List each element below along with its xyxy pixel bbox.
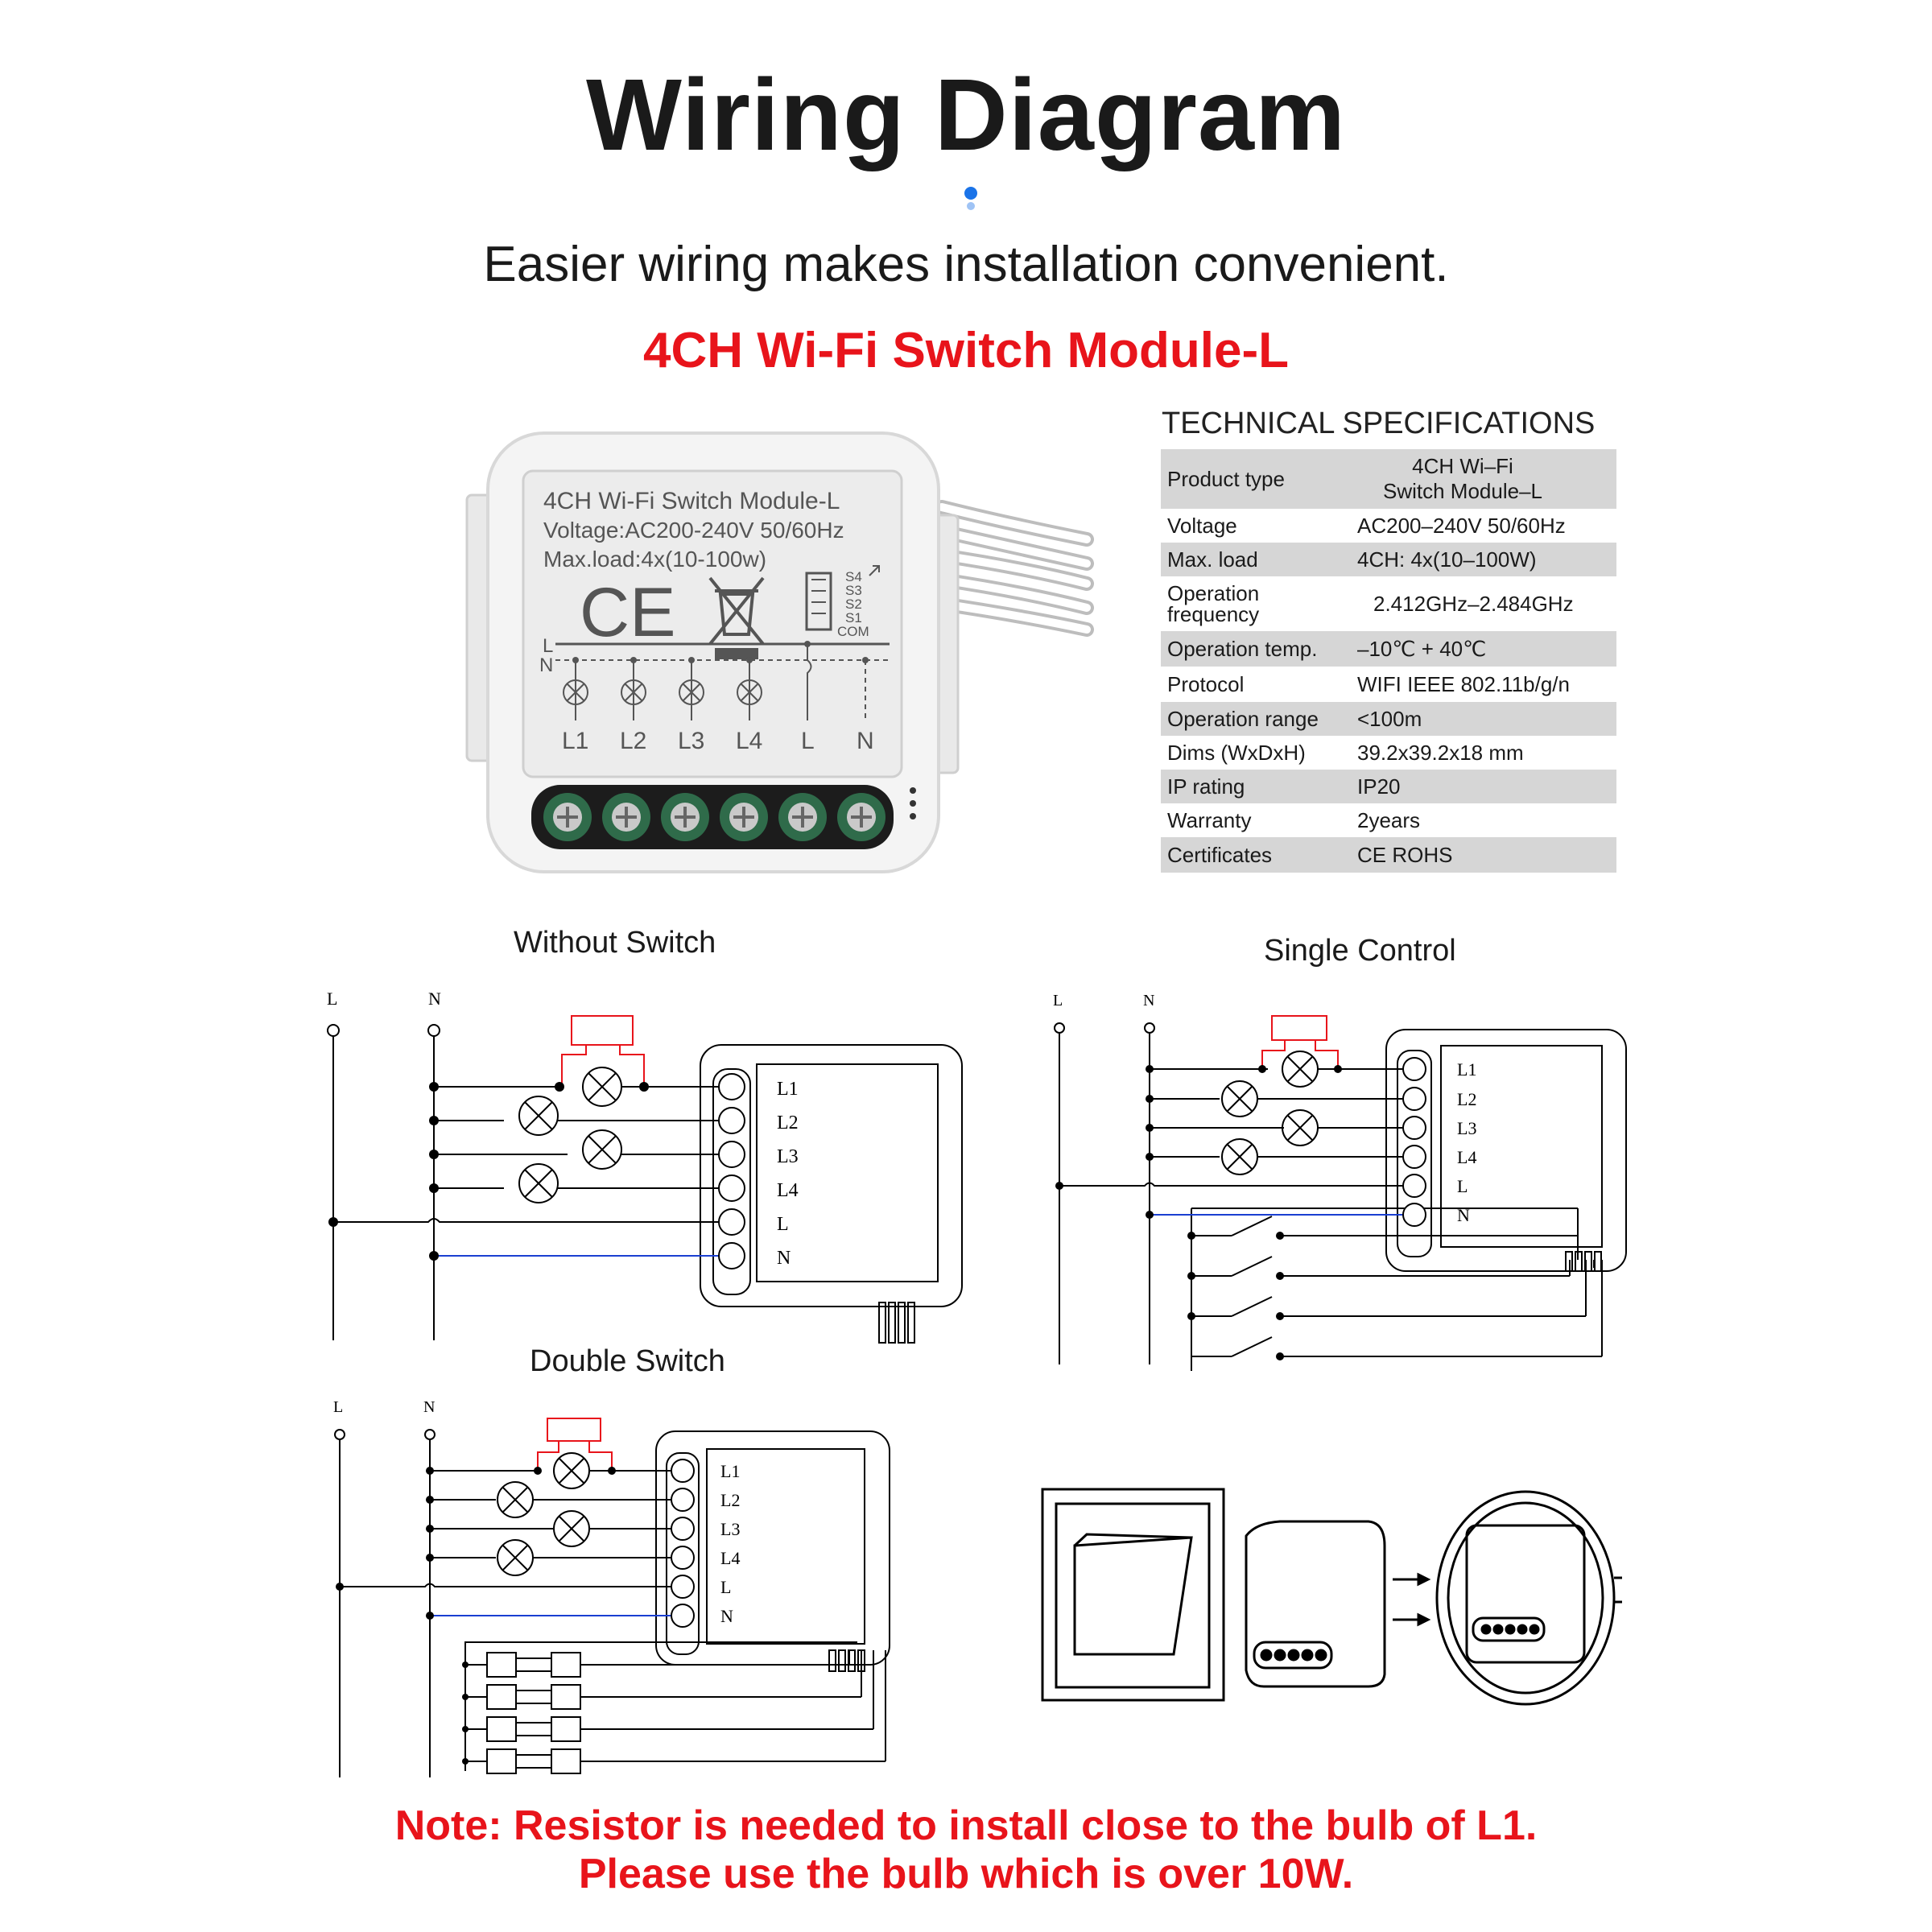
module-pin-com: COM (837, 624, 869, 639)
pin-block-icon (805, 572, 832, 631)
spec-value: 4CH Wi–Fi Switch Module–L (1383, 454, 1542, 503)
module-terminal-l: L (801, 728, 815, 754)
term-label-n: N (720, 1606, 733, 1626)
term-label-l4: L4 (720, 1548, 740, 1568)
spec-value: 4CH: 4x(10–100W) (1357, 547, 1537, 572)
wall-box-icon (1435, 1490, 1616, 1706)
label-without-switch: Without Switch (514, 926, 716, 960)
weee-bin-icon (708, 576, 765, 659)
spec-key: Protocol (1167, 671, 1245, 696)
terminal-screws (543, 793, 886, 841)
term-label-l1: L1 (720, 1461, 740, 1481)
installation-illustration (1041, 1488, 1622, 1706)
term-label-l1: L1 (1457, 1059, 1476, 1080)
module-icon (1245, 1520, 1386, 1688)
spec-value: <100m (1357, 706, 1422, 731)
module-terminal-n: N (857, 728, 874, 754)
bus-n-label: N (1143, 992, 1154, 1009)
ce-mark: CE (580, 574, 675, 651)
module-label-line2: Voltage:AC200-240V 50/60Hz (543, 518, 844, 543)
spec-key: Warranty (1167, 807, 1252, 832)
module-terminal-l2: L2 (620, 728, 646, 754)
term-label-n: N (1457, 1205, 1470, 1225)
module-rail-l: L (543, 635, 553, 657)
term-label-l1: L1 (777, 1079, 799, 1100)
diagram-double-switch: L N L1 L2 L3 L4 L N (333, 1398, 890, 1777)
spec-value: WIFI IEEE 802.11b/g/n (1357, 671, 1570, 696)
module-terminal-l4: L4 (736, 728, 762, 754)
term-label-l2: L2 (777, 1113, 799, 1133)
module-rail-n: N (539, 654, 553, 676)
diagram-single-control: L N L1 L2 L3 L4 L N (1053, 992, 1627, 1371)
wall-switch-icon (1041, 1488, 1225, 1702)
term-label-l4: L4 (1457, 1147, 1476, 1167)
spec-value: CE ROHS (1357, 842, 1453, 867)
term-label-l: L (720, 1577, 731, 1597)
page-title: Wiring Diagram (586, 58, 1346, 171)
spec-key: Operation range (1167, 706, 1319, 731)
term-label-l2: L2 (1457, 1089, 1476, 1109)
specs-title: TECHNICAL SPECIFICATIONS (1162, 407, 1596, 440)
spec-value: IP20 (1357, 774, 1401, 799)
spec-key: Operation temp. (1167, 636, 1318, 661)
spec-key: Max. load (1167, 547, 1258, 572)
module-pin-s2: S2 (845, 597, 862, 612)
subtitle: Easier wiring makes installation conveni… (483, 237, 1449, 292)
label-double-switch: Double Switch (530, 1344, 725, 1378)
module-terminal-l3: L3 (678, 728, 704, 754)
term-label-l3: L3 (1457, 1118, 1476, 1138)
term-label-l: L (777, 1214, 789, 1235)
term-label-l3: L3 (720, 1519, 740, 1539)
module-label-line3: Max.load:4x(10-100w) (543, 547, 766, 572)
spec-key: Dims (WxDxH) (1167, 740, 1306, 765)
spec-value: 39.2x39.2x18 mm (1357, 740, 1524, 765)
term-label-n: N (777, 1248, 791, 1269)
bus-l-label: L (327, 989, 337, 1009)
module-terminal-l1: L1 (562, 728, 588, 754)
bus-n-label: N (428, 989, 441, 1009)
note-line-2: Please use the bulb which is over 10W. (578, 1851, 1354, 1897)
module-label-line1: 4CH Wi-Fi Switch Module-L (543, 488, 840, 514)
diagram-without-switch: L N L1 L2 L3 L4 L N (327, 989, 963, 1344)
spec-key: Product type (1167, 466, 1285, 491)
spec-value: 2.412GHz–2.484GHz (1373, 591, 1574, 616)
module-pin-s3: S3 (845, 583, 862, 598)
bus-n-label: N (423, 1398, 435, 1416)
spec-key: IP rating (1167, 774, 1245, 799)
term-label-l4: L4 (777, 1180, 799, 1201)
module-pin-s1: S1 (845, 610, 862, 625)
term-label-l3: L3 (777, 1146, 799, 1167)
product-name: 4CH Wi-Fi Switch Module-L (643, 323, 1289, 378)
term-label-l2: L2 (720, 1490, 740, 1510)
bus-l-label: L (1053, 992, 1063, 1009)
module-illustration: 4CH Wi-Fi Switch Module-L Voltage:AC200-… (465, 431, 1094, 873)
spec-key: Certificates (1167, 842, 1273, 867)
term-label-l: L (1457, 1176, 1468, 1196)
specs-table: Product type 4CH Wi–Fi Switch Module–L Vo… (1161, 449, 1616, 873)
bus-l-label: L (333, 1398, 343, 1416)
spec-value: AC200–240V 50/60Hz (1357, 513, 1566, 538)
accent-dot-light (967, 202, 975, 210)
spec-value: –10℃ + 40℃ (1357, 636, 1487, 661)
spec-value: 2years (1357, 807, 1421, 832)
accent-dot (964, 187, 977, 200)
spec-key: Operation frequency (1167, 581, 1260, 626)
module-pin-s4: S4 (845, 569, 862, 584)
note-line-1: Note: Resistor is needed to install clos… (394, 1802, 1538, 1849)
label-single-control: Single Control (1264, 934, 1456, 968)
spec-key: Voltage (1167, 513, 1237, 538)
